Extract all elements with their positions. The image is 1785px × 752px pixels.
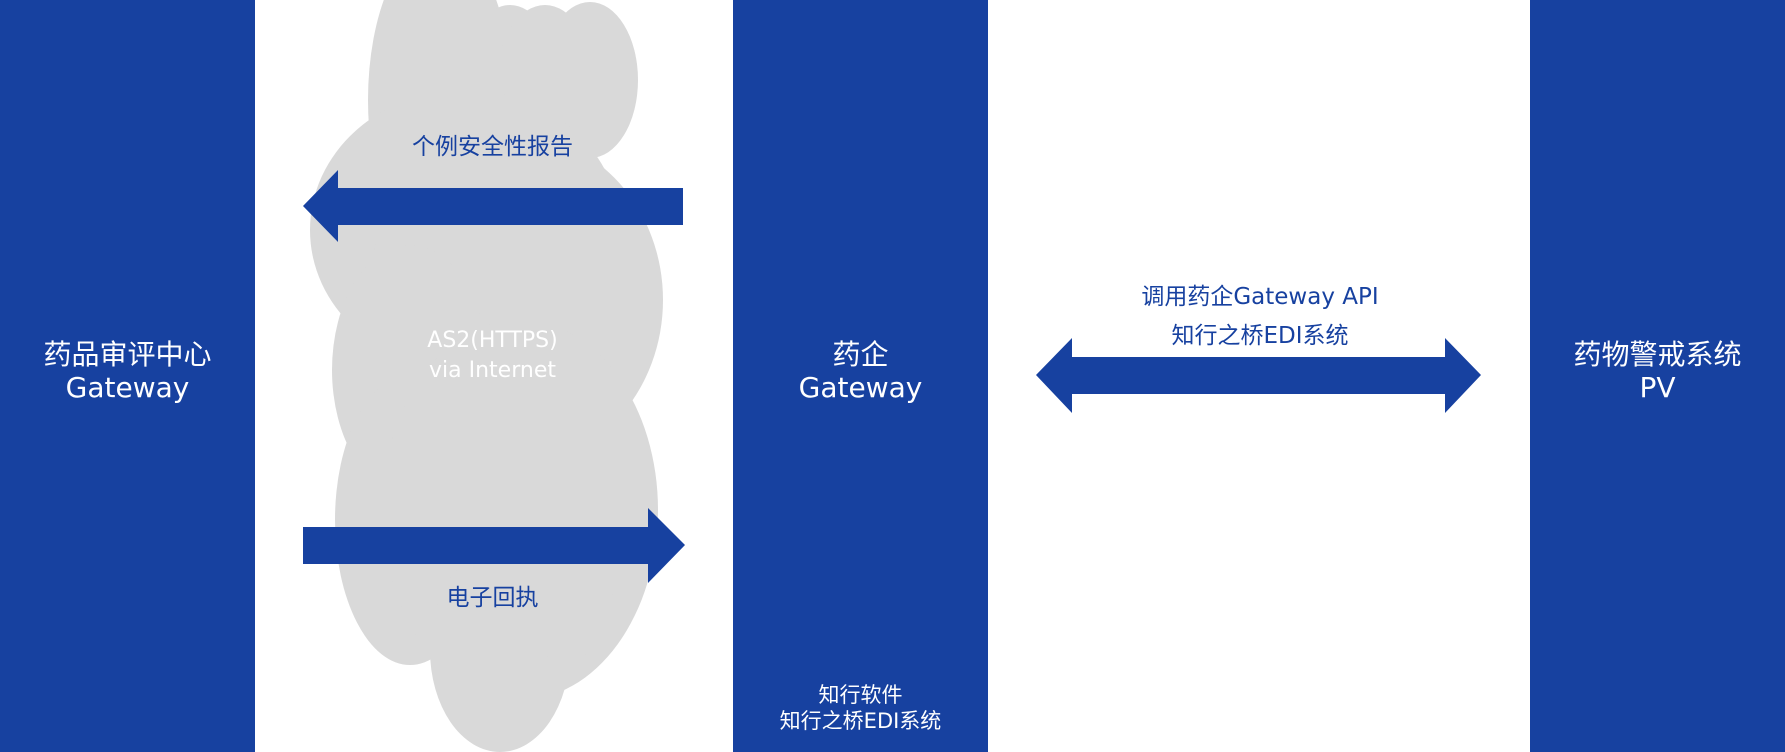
left-arrow <box>303 170 683 242</box>
left-block-line1: 药品审评中心 <box>43 338 212 371</box>
middle-footer-line1: 知行软件 <box>818 683 903 707</box>
right-arrow <box>303 508 685 583</box>
drug-review-center-block <box>0 0 255 752</box>
middle-footer-line2: 知行之桥EDI系统 <box>779 709 942 734</box>
middle-block-line1: 药企 <box>832 338 889 371</box>
cloud-line1: AS2(HTTPS) <box>427 328 558 353</box>
right-arrow-label: 电子回执 <box>446 585 539 611</box>
left-block-title: 药品审评中心 Gateway <box>0 338 255 404</box>
right-block-title: 药物警戒系统 PV <box>1530 338 1785 404</box>
cloud-line2: via Internet <box>429 357 556 383</box>
left-block-line2: Gateway <box>65 371 190 405</box>
double-arrow-label-1: 调用药企Gateway API <box>1141 284 1379 310</box>
middle-block-line2: Gateway <box>798 371 923 405</box>
middle-block-footer: 知行软件 知行之桥EDI系统 <box>733 682 988 735</box>
right-block-line1: 药物警戒系统 <box>1573 338 1742 371</box>
left-arrow-label: 个例安全性报告 <box>412 134 573 160</box>
pharmacovigilance-block <box>1530 0 1785 752</box>
middle-block-title: 药企 Gateway <box>733 338 988 404</box>
double-arrow-label-2: 知行之桥EDI系统 <box>1171 323 1349 349</box>
double-arrow <box>1036 338 1481 413</box>
right-block-line2: PV <box>1639 371 1676 405</box>
cloud-label: AS2(HTTPS) via Internet <box>400 326 585 385</box>
pharma-gateway-block <box>733 0 988 752</box>
